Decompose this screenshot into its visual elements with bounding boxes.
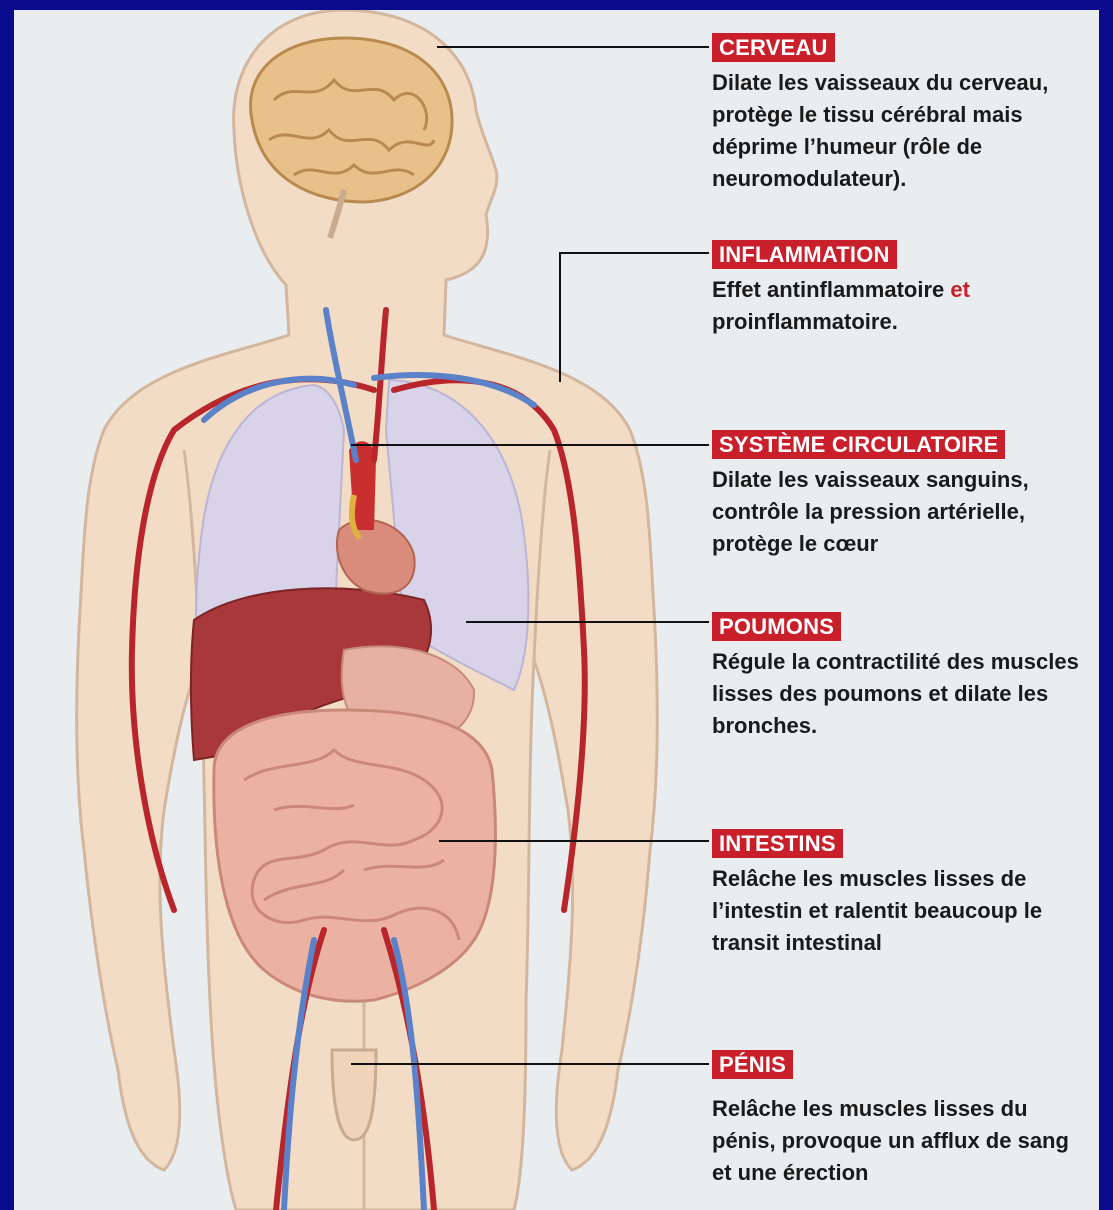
tag-cerveau: CERVEAU xyxy=(712,33,835,62)
tag-intestins: INTESTINS xyxy=(712,829,843,858)
callout-inflammation: INFLAMMATION Effet antinflammatoire et p… xyxy=(712,240,1092,338)
desc-cerveau: Dilate les vaisseaux du cerveau, protège… xyxy=(712,67,1092,195)
tag-inflammation: INFLAMMATION xyxy=(712,240,897,269)
desc-inflammation-part2: proinflammatoire. xyxy=(712,309,898,334)
tag-systeme-circulatoire: SYSTÈME CIRCULATOIRE xyxy=(712,430,1005,459)
desc-inflammation-highlight: et xyxy=(950,277,970,302)
desc-inflammation: Effet antinflammatoire et proinflammatoi… xyxy=(712,274,1092,338)
callout-penis: PÉNIS Relâche les muscles lisses du péni… xyxy=(712,1050,1092,1189)
desc-poumons: Régule la contractilité des muscles liss… xyxy=(712,646,1092,742)
desc-inflammation-part1: Effet antinflammatoire xyxy=(712,277,950,302)
intestines xyxy=(214,710,496,1001)
tag-penis: PÉNIS xyxy=(712,1050,793,1079)
callout-poumons: POUMONS Régule la contractilité des musc… xyxy=(712,612,1092,742)
desc-systeme-circulatoire: Dilate les vaisseaux sanguins, contrôle … xyxy=(712,464,1092,560)
desc-penis: Relâche les muscles lisses du pénis, pro… xyxy=(712,1093,1092,1189)
callout-cerveau: CERVEAU Dilate les vaisseaux du cerveau,… xyxy=(712,33,1092,195)
desc-intestins: Relâche les muscles lisses de l’intestin… xyxy=(712,863,1092,959)
tag-poumons: POUMONS xyxy=(712,612,841,641)
infographic-panel: CERVEAU Dilate les vaisseaux du cerveau,… xyxy=(14,10,1099,1210)
callout-intestins: INTESTINS Relâche les muscles lisses de … xyxy=(712,829,1092,959)
callout-systeme-circulatoire: SYSTÈME CIRCULATOIRE Dilate les vaisseau… xyxy=(712,430,1092,560)
